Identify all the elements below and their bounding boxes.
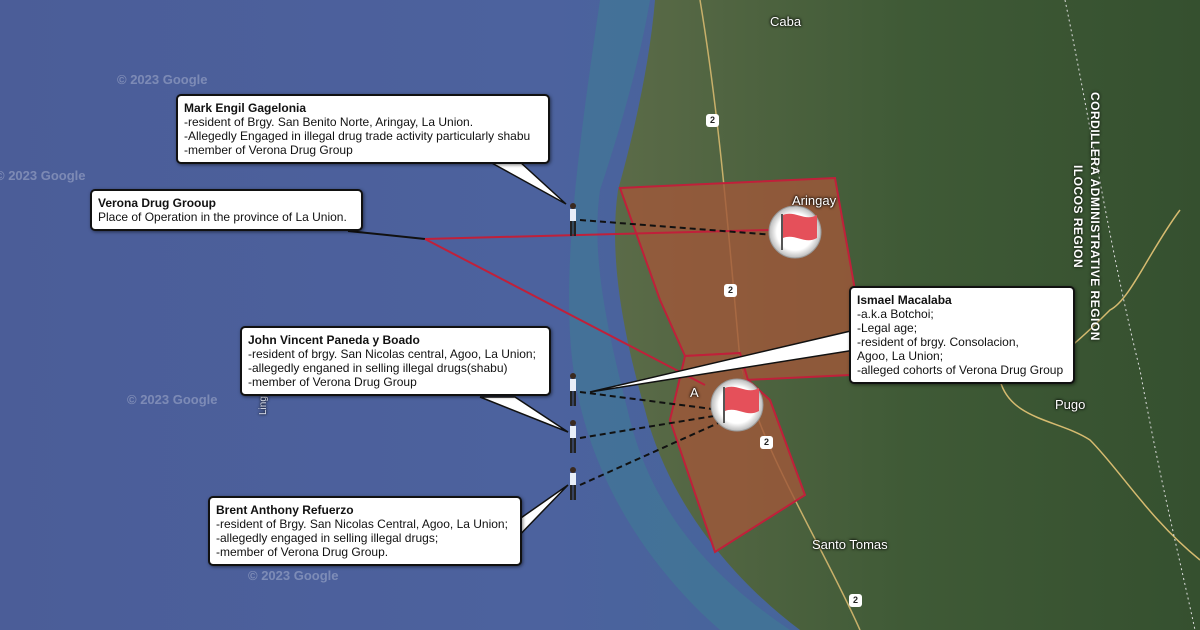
region-label-cordillera: CORDILLERA ADMINISTRATIVE REGION — [1088, 92, 1102, 341]
road — [999, 379, 1200, 561]
region-label-ilocos: ILOCOS REGION — [1071, 165, 1085, 269]
person-icon[interactable] — [570, 203, 576, 236]
watermark: © 2023 Google — [248, 568, 339, 583]
callout-line: -member of Verona Drug Group. — [216, 545, 389, 559]
person-icon[interactable] — [570, 420, 576, 453]
place-label-aringay: Aringay — [792, 193, 837, 208]
callout-title: Brent Anthony Refuerzo — [216, 503, 354, 517]
road-shield: 2 — [706, 114, 719, 127]
road-shield: 2 — [724, 284, 737, 297]
callout-line: -resident of brgy. San Nicolas central, … — [248, 347, 536, 361]
callout-line: -allegedly enganed in selling illegal dr… — [248, 361, 508, 375]
link-line — [424, 229, 771, 240]
watermark: © 2023 Google — [0, 168, 86, 183]
callout-line: Agoo, La Union; — [857, 349, 944, 363]
callout-john-paneda: John Vincent Paneda y Boado -resident of… — [240, 326, 551, 396]
place-label-ling: Ling — [258, 396, 269, 415]
shallow-coast — [569, 0, 790, 630]
group-pointer — [347, 230, 426, 240]
callout-title: Verona Drug Grooup — [98, 196, 217, 210]
place-label-caba: Caba — [770, 14, 802, 29]
flag-marker-aringay[interactable] — [768, 205, 822, 259]
callout-line: -member of Verona Drug Group — [184, 143, 353, 157]
callout-line: -resident of brgy. Consolacion, — [857, 335, 1019, 349]
road-shield: 2 — [849, 594, 862, 607]
callout-line: -alleged cohorts of Verona Drug Group — [857, 363, 1064, 377]
road-shield: 2 — [760, 436, 773, 449]
callout-title: Mark Engil Gagelonia — [184, 101, 307, 115]
callout-ismael-macalaba: Ismael Macalaba -a.k.a Botchoi; -Legal a… — [849, 286, 1075, 384]
callout-verona-group: Verona Drug Grooup Place of Operation in… — [90, 189, 363, 231]
place-label-santo-tomas: Santo Tomas — [812, 537, 888, 552]
flag-marker-agoo[interactable] — [710, 378, 764, 432]
callout-line: -allegedly engaged in selling illegal dr… — [216, 531, 439, 545]
callout-line: -a.k.a Botchoi; — [857, 307, 934, 321]
callout-brent-refuerzo: Brent Anthony Refuerzo -resident of Brgy… — [208, 496, 522, 566]
callout-line: -member of Verona Drug Group — [248, 375, 417, 389]
watermark: © 2023 Google — [127, 392, 218, 407]
person-icon[interactable] — [570, 467, 576, 500]
john-pointer — [479, 396, 569, 433]
link-line — [424, 238, 706, 386]
callout-line: Place of Operation in the province of La… — [98, 210, 347, 224]
callout-line: -resident of Brgy. San Nicolas Central, … — [216, 517, 508, 531]
place-label-pugo: Pugo — [1055, 397, 1086, 412]
watermark: © 2023 Google — [117, 72, 208, 87]
callout-title: Ismael Macalaba — [857, 293, 952, 307]
person-icon[interactable] — [570, 373, 576, 406]
callout-line: -resident of Brgy. San Benito Norte, Ari… — [184, 115, 474, 129]
place-label-agoo: A — [690, 385, 699, 400]
callout-title: John Vincent Paneda y Boado — [248, 333, 420, 347]
dashed-links — [579, 219, 776, 486]
callout-line: -Allegedly Engaged in illegal drug trade… — [184, 129, 531, 143]
callout-line: -Legal age; — [857, 321, 918, 335]
callout-mark-gagelonia: Mark Engil Gagelonia -resident of Brgy. … — [176, 94, 550, 164]
